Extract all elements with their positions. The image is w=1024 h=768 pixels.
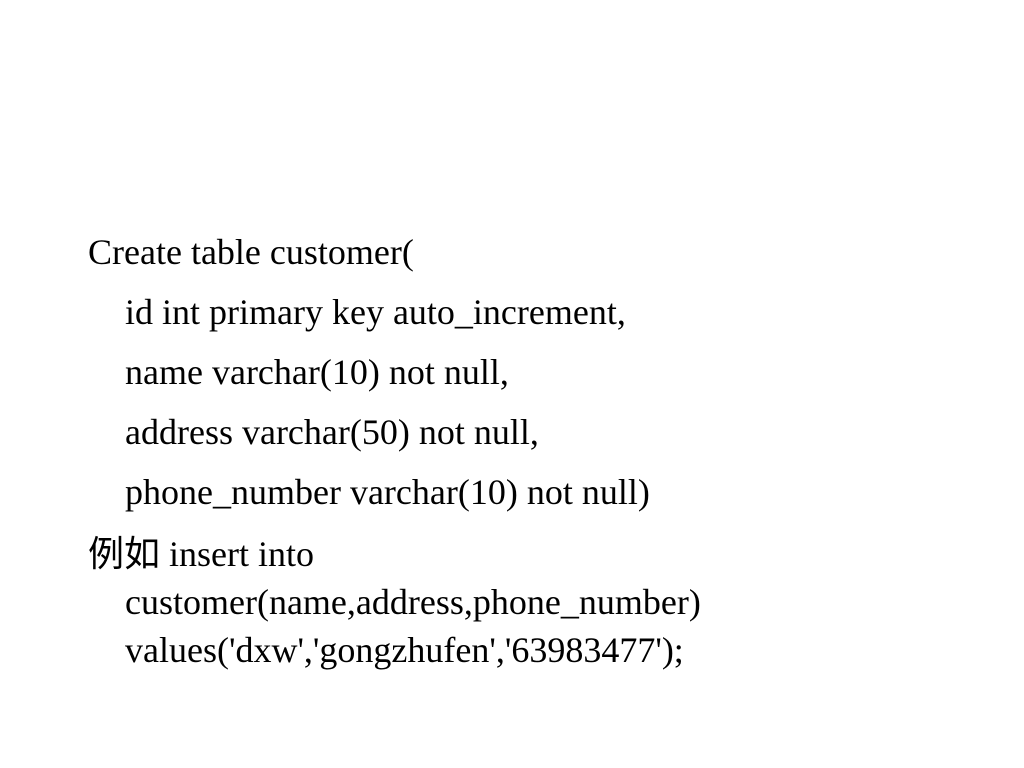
slide-body: Create table customer( id int primary ke… — [88, 230, 988, 674]
name-column-line: name varchar(10) not null, — [125, 352, 509, 392]
example-line-3: values('dxw','gongzhufen','63983477'); — [125, 630, 684, 670]
phone-number-column-line: phone_number varchar(10) not null) — [125, 472, 650, 512]
create-table-line: Create table customer( — [88, 232, 414, 272]
example-insert-statement: 例如 insert into customer(name,address,pho… — [88, 530, 988, 674]
example-line-1: 例如 insert into — [88, 534, 314, 574]
address-column-line: address varchar(50) not null, — [125, 412, 539, 452]
example-line-2: customer(name,address,phone_number) — [125, 582, 701, 622]
id-column-line: id int primary key auto_increment, — [125, 292, 626, 332]
